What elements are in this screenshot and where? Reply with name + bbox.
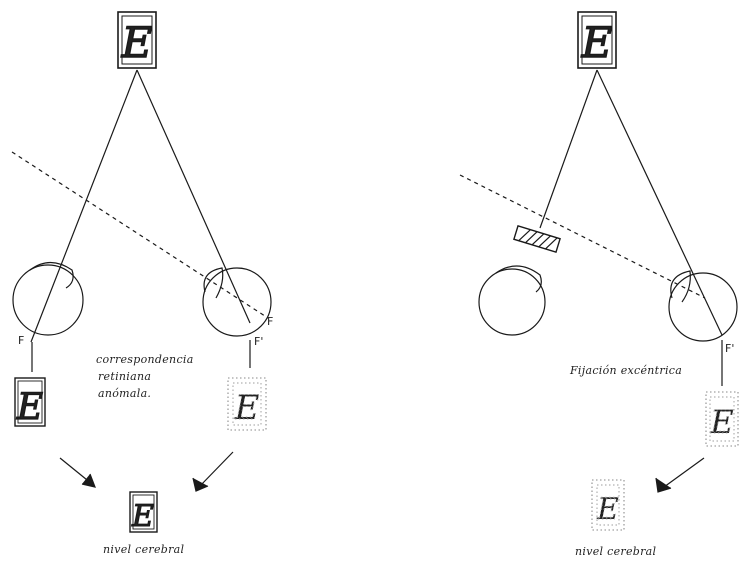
left-annotation-line-2: retiniana: [98, 370, 151, 383]
left-eye-left: [12, 261, 84, 336]
right-fovea-label-f-prime: F': [725, 342, 734, 355]
left-image-faint-letter: E: [234, 388, 260, 428]
left-annotation-line-3: anómala.: [98, 387, 151, 400]
left-image-faint-e: E: [227, 377, 267, 431]
right-annotation: Fijación excéntrica: [569, 364, 682, 377]
left-brain-label: nivel cerebral: [103, 543, 185, 556]
right-deviated-axis: [459, 174, 706, 299]
left-line-to-right-eye: [136, 69, 251, 324]
left-fovea-label-f: F: [18, 334, 24, 347]
left-deviated-axis: [11, 151, 269, 319]
right-eye-right: [668, 270, 738, 342]
left-brain-letter: E: [131, 499, 154, 534]
left-eye-right: [202, 267, 272, 337]
left-target-letter: E: [121, 18, 153, 67]
right-panel: E E: [459, 11, 739, 531]
right-brain-label: nivel cerebral: [575, 545, 657, 558]
left-arrow-left: [59, 457, 96, 488]
left-line-to-left-eye: [30, 69, 138, 343]
right-target-e-box: E: [577, 11, 617, 69]
right-image-faint-letter: E: [709, 403, 733, 441]
right-line-to-right-eye: [596, 69, 723, 336]
left-brain-e: E: [129, 491, 158, 535]
left-fovea-label-f-right: F: [267, 315, 273, 328]
right-image-faint-e: E: [705, 391, 739, 447]
left-arrow-right: [192, 451, 234, 492]
left-panel: E E E: [11, 11, 272, 535]
right-target-letter: E: [581, 18, 613, 67]
right-line-to-prism: [539, 69, 598, 229]
right-eye-left: [478, 265, 546, 336]
left-target-e-box: E: [117, 11, 157, 69]
right-brain-faint-letter: E: [596, 492, 619, 527]
right-brain-faint-e: E: [591, 479, 625, 531]
left-annotation-line-1: correspondencia: [96, 353, 194, 366]
left-fovea-label-f-prime: F': [254, 335, 263, 348]
right-arrow: [655, 457, 705, 493]
left-image-solid-e: E: [14, 377, 46, 429]
right-prism: [513, 224, 561, 254]
left-image-letter: E: [16, 387, 43, 428]
